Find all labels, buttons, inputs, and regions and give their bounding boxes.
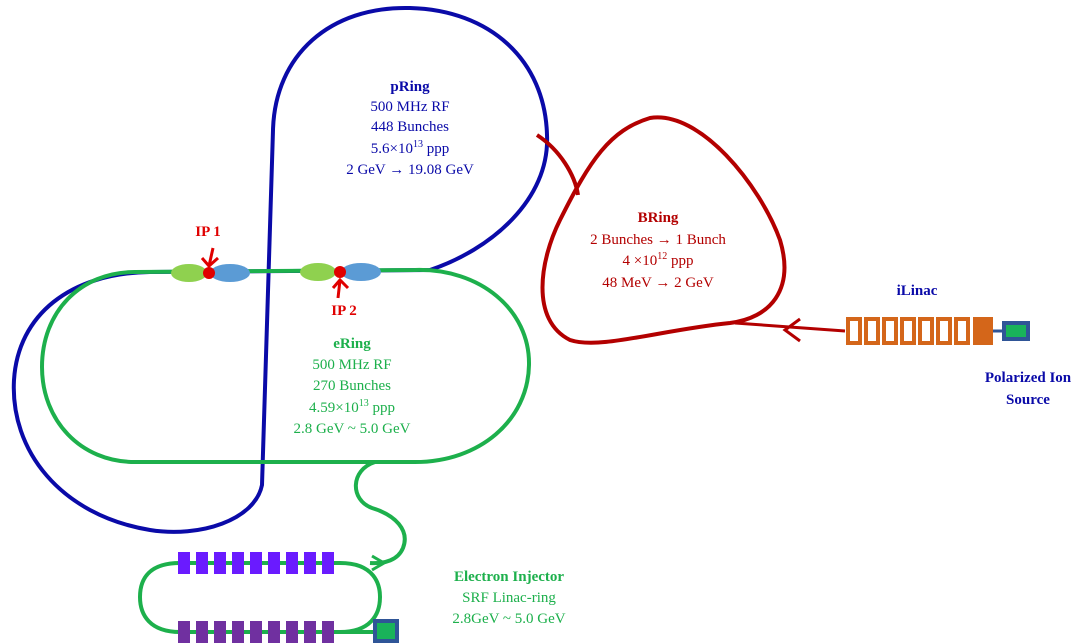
ering-label-block: eRing 500 MHz RF 270 Bunches 4.59×1013 p… — [294, 336, 411, 437]
ip1-arrow — [200, 247, 219, 269]
injector-cavities-bottom — [178, 621, 334, 643]
ering-ring — [39, 267, 532, 464]
bring-pring-transfer — [535, 133, 580, 196]
ip1-label: IP 1 — [195, 224, 220, 240]
bring-ring — [540, 115, 787, 345]
injector-line2: 2.8GeV ~ 5.0 GeV — [452, 611, 565, 627]
bring-bunches: 2 Bunches → 1 Bunch — [590, 232, 726, 248]
electron-source — [340, 619, 399, 643]
injector-line1: SRF Linac-ring — [462, 590, 556, 606]
source-label-line2: Source — [1006, 392, 1050, 408]
pring-title: pRing — [390, 79, 430, 95]
polarized-ion-source — [993, 321, 1030, 341]
ering-title: eRing — [333, 336, 371, 352]
ilinac-cavities — [846, 317, 993, 345]
injector-cavities-top — [178, 552, 334, 574]
pring-energy: 2 GeV → 19.08 GeV — [346, 162, 474, 178]
bring-energy: 48 MeV → 2 GeV — [602, 275, 714, 291]
pring-rf: 500 MHz RF — [370, 99, 449, 115]
ering-ppp: 4.59×1013 ppp — [309, 398, 395, 416]
ering-energy: 2.8 GeV ~ 5.0 GeV — [294, 421, 411, 437]
injector-title: Electron Injector — [454, 569, 564, 585]
injector-arrow — [371, 554, 387, 572]
ip1-region — [171, 264, 250, 282]
injector-label-block: Electron Injector SRF Linac-ring 2.8GeV … — [452, 569, 565, 627]
ip2-label: IP 2 — [331, 303, 356, 319]
ilinac-arrow — [782, 317, 801, 343]
ilinac-label: iLinac — [897, 283, 938, 299]
ering-bunches: 270 Bunches — [313, 378, 391, 394]
ering-rf: 500 MHz RF — [312, 357, 391, 373]
ering-injector-transfer-line — [353, 460, 407, 566]
ip2-arrow — [331, 277, 350, 299]
pring-ppp: 5.6×1013 ppp — [371, 139, 449, 157]
pring-bunches: 448 Bunches — [371, 119, 449, 135]
bring-title: BRing — [638, 210, 679, 226]
pring-ring — [11, 5, 550, 534]
pring-label-block: pRing 500 MHz RF 448 Bunches 5.6×1013 pp… — [346, 79, 474, 178]
source-label-line1: Polarized Ion — [985, 370, 1072, 386]
ip2-region — [300, 263, 381, 281]
bring-ppp: 4 ×1012 ppp — [623, 251, 694, 269]
bring-label-block: BRing 2 Bunches → 1 Bunch 4 ×1012 ppp 48… — [590, 210, 726, 291]
